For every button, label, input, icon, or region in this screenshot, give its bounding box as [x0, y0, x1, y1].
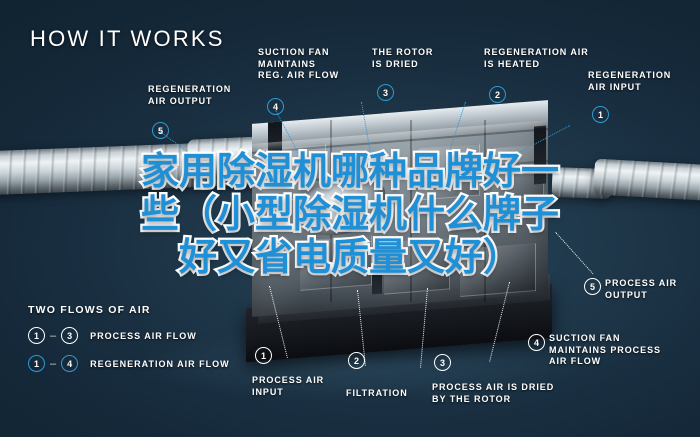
callout-label-regen-2: REGENERATION AIR IS HEATED: [484, 47, 589, 69]
legend-label: PROCESS AIR FLOW: [90, 330, 197, 341]
callout-number-process-3[interactable]: 3: [434, 354, 451, 371]
legend-heading: TWO FLOWS OF AIR: [28, 304, 151, 316]
callout-label-process-4: SUCTION FAN MAINTAINS PROCESS AIR FLOW: [549, 333, 661, 366]
legend-number-from: 1: [28, 327, 45, 344]
overlay-headline-line-2: 些（小型除湿机什么牌子: [139, 190, 562, 238]
legend-number-from: 1: [28, 355, 45, 372]
legend-row-regeneration-air-flow[interactable]: 1 – 4 REGENERATION AIR FLOW: [28, 355, 230, 372]
page-title: HOW IT WORKS: [30, 26, 225, 51]
callout-number-process-5[interactable]: 5: [584, 278, 601, 295]
callout-number-process-4[interactable]: 4: [528, 334, 545, 351]
callout-number-regen-4[interactable]: 4: [267, 98, 284, 115]
callout-label-process-5: PROCESS AIR OUTPUT: [605, 278, 678, 300]
legend-number-to: 3: [61, 327, 79, 344]
callout-label-regen-4: SUCTION FAN MAINTAINS REG. AIR FLOW: [258, 47, 340, 80]
callout-label-process-1: PROCESS AIR INPUT: [252, 375, 325, 397]
legend-label: REGENERATION AIR FLOW: [90, 358, 230, 369]
callout-label-regen-1: REGENERATION AIR INPUT: [588, 70, 672, 92]
callout-number-process-2[interactable]: 2: [348, 352, 365, 369]
callout-number-regen-1[interactable]: 1: [592, 106, 609, 123]
callout-label-regen-5: REGENERATION AIR OUTPUT: [148, 84, 232, 106]
overlay-headline: 家用除湿机哪种品牌好一 些（小型除湿机什么牌子 好又省电质量又好）: [0, 147, 700, 281]
callout-number-regen-2[interactable]: 2: [489, 86, 506, 103]
callout-number-process-1[interactable]: 1: [255, 347, 272, 364]
legend-row-process-air-flow[interactable]: 1 – 3 PROCESS AIR FLOW: [28, 327, 197, 344]
legend-dash: –: [50, 329, 57, 342]
legend-number-to: 4: [61, 355, 79, 372]
overlay-headline-line-1: 家用除湿机哪种品牌好一: [139, 147, 562, 195]
legend-dash: –: [50, 357, 57, 370]
overlay-headline-line-3: 好又省电质量又好）: [177, 233, 524, 281]
callout-label-regen-3: THE ROTOR IS DRIED: [372, 47, 434, 69]
callout-number-regen-5[interactable]: 5: [152, 122, 169, 139]
callout-number-regen-3[interactable]: 3: [377, 84, 394, 101]
callout-label-process-2: FILTRATION: [346, 388, 408, 398]
callout-label-process-3: PROCESS AIR IS DRIED BY THE ROTOR: [432, 382, 555, 404]
